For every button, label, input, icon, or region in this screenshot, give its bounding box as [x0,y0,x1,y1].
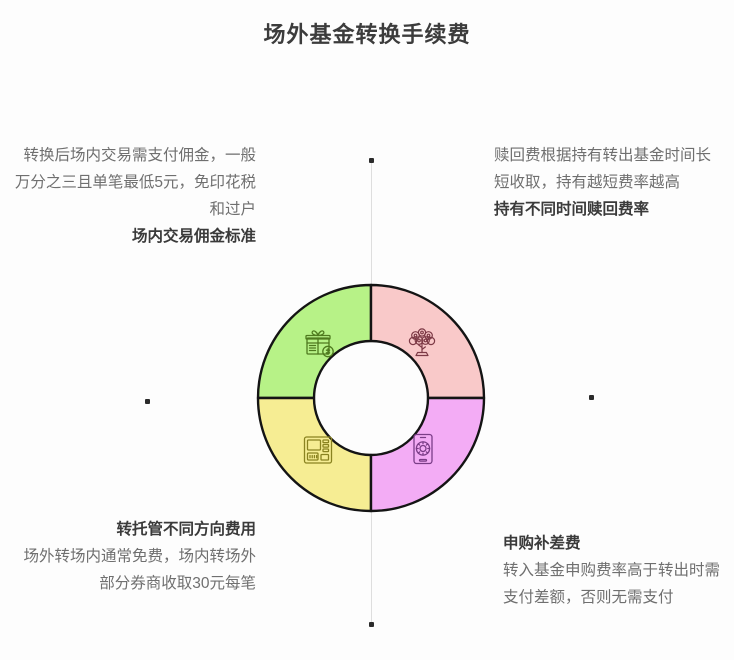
callout-bottom-left-heading: 转托管不同方向费用 [116,521,256,538]
callout-bottom-right-heading: 申购补差费 [503,535,581,552]
callout-top-left: 转换后场内交易需支付佣金，一般万分之三且单笔最低5元，免印花税和过户 场内交易佣… [14,142,256,250]
donut-slice-bottom-right[interactable] [369,396,486,513]
callout-top-right-body: 赎回费根据持有转出基金时间长短收取，持有越短费率越高 [494,147,712,191]
atm-icon [301,433,335,467]
marker-dot-top [369,158,374,163]
callout-top-right-heading: 持有不同时间赎回费率 [494,201,650,218]
donut-chart [251,278,491,518]
callout-bottom-left-body: 场外转场内通常免费，场内转场外部分券商收取30元每笔 [23,548,256,592]
marker-dot-bottom [369,622,374,627]
callout-top-left-heading: 场内交易佣金标准 [131,228,256,245]
callout-top-left-body: 转换后场内交易需支付佣金，一般万分之三且单笔最低5元，免印花税和过户 [14,147,256,218]
marker-dot-right [589,395,594,400]
callout-top-right: 赎回费根据持有转出基金时间长短收取，持有越短费率越高 持有不同时间赎回费率 [494,142,724,223]
mobile-payment-icon [406,432,440,466]
callout-bottom-right-body: 转入基金申购费率高于转出时需支付差额，否则无需支付 [503,562,721,606]
gift-icon [303,326,337,360]
page-title: 场外基金转换手续费 [263,22,471,47]
connector-line-bottom [371,512,372,624]
donut-slice-bottom-left[interactable] [256,396,373,513]
money-tree-icon [405,326,439,360]
connector-line-top [371,161,372,286]
donut-slice-top-left[interactable] [256,283,373,400]
callout-bottom-right: 申购补差费 转入基金申购费率高于转出时需支付差额，否则无需支付 [503,530,728,611]
callout-bottom-left: 转托管不同方向费用 场外转场内通常免费，场内转场外部分券商收取30元每笔 [14,516,256,597]
donut-chart-svg [256,283,486,513]
marker-dot-left [145,399,150,404]
